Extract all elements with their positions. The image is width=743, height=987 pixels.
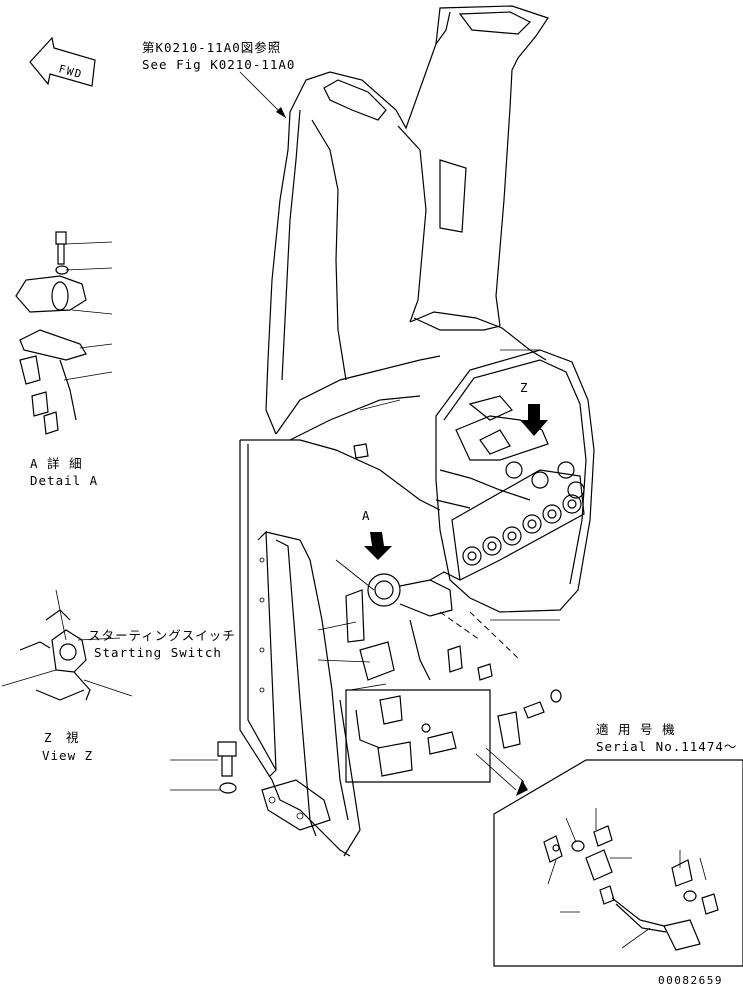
marker-a: A: [362, 508, 392, 560]
inset-arrow: [475, 747, 528, 796]
bolt-group-center: [523, 689, 562, 719]
harness-box: [345, 689, 521, 783]
detail-a-title-ja: A 詳 細: [30, 456, 83, 471]
reference-note-ja: 第K0210-11A0図参照: [142, 40, 281, 55]
leader-lines: [317, 349, 560, 691]
switch-panel: [435, 349, 595, 661]
bolt-lower-left: [170, 741, 237, 794]
fwd-label: FWD: [57, 62, 84, 81]
serial-note-ja: 適 用 号 機: [596, 722, 676, 737]
svg-text:Z: Z: [520, 380, 529, 395]
svg-text:A: A: [362, 508, 371, 523]
fwd-arrow-icon: FWD: [29, 36, 96, 87]
serial-note-en: Serial No.11474～: [596, 739, 737, 754]
detail-a-view: A 詳 細 Detail A: [15, 231, 113, 488]
serial-inset: [493, 759, 743, 967]
reference-note-en: See Fig K0210-11A0: [142, 57, 295, 72]
cab-frame: [240, 5, 549, 511]
view-z: スターティングスイッチ Starting Switch Z 視 View Z: [1, 589, 236, 763]
toggle-switches: [462, 461, 585, 566]
starting-switch-ja: スターティングスイッチ: [88, 628, 236, 643]
view-z-title-ja: Z 視: [44, 730, 80, 745]
view-z-title-en: View Z: [42, 748, 93, 763]
starting-switch-en: Starting Switch: [94, 645, 222, 660]
side-panel: [239, 440, 361, 857]
detail-a-title-en: Detail A: [30, 473, 98, 488]
reference-leader: [239, 71, 287, 119]
drawing-number: 00082659: [658, 974, 723, 987]
marker-z: Z: [520, 380, 548, 436]
starter-switch-assembly: [345, 571, 493, 681]
